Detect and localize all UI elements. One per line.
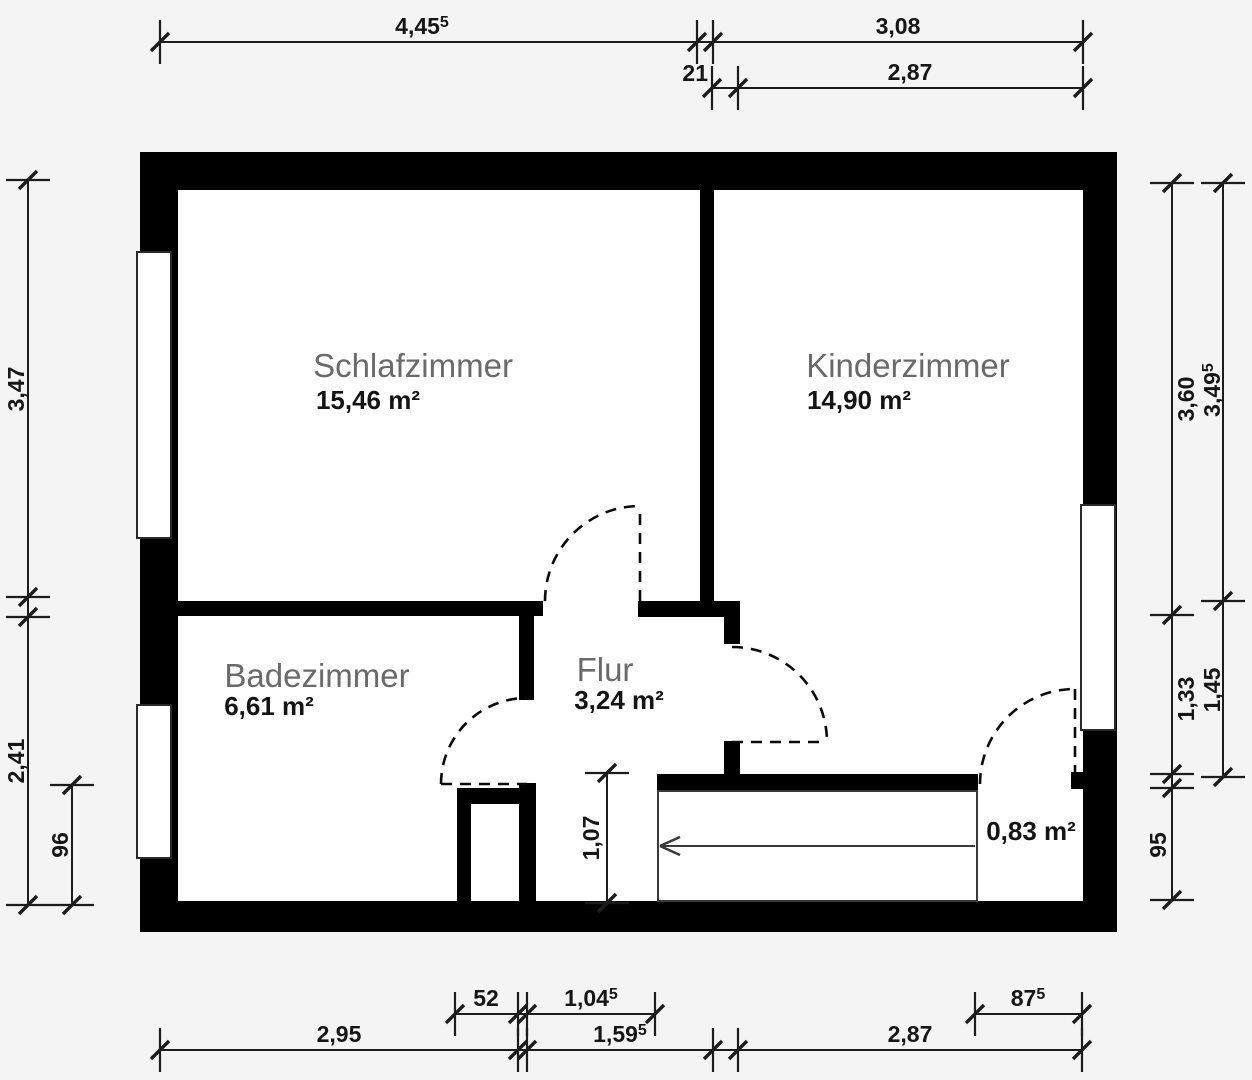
wall-bad-east <box>519 616 534 700</box>
room-area-badezimmer: 6,61 m² <box>224 691 314 721</box>
dim-label-top-308: 3,08 <box>876 13 921 39</box>
dim-label-right-145: 1,45 <box>1199 667 1225 712</box>
wall-balcony-top <box>657 774 978 790</box>
stair-arrow-head <box>659 835 681 848</box>
walls <box>140 152 1117 932</box>
dim-label-left-241: 2,41 <box>3 738 29 783</box>
building-floor <box>140 152 1117 932</box>
dim-label-top-445: 4,455 <box>395 13 449 39</box>
wall-schlaf-kinder <box>700 190 714 603</box>
dim-label-bottom-1045: 1,045 <box>564 985 618 1011</box>
dim-label-interior-107: 1,07 <box>578 816 604 861</box>
shaft-wall-right <box>519 783 536 901</box>
room-area-schlafzimmer: 15,46 m² <box>316 385 420 415</box>
stair-arrow-head <box>659 844 681 857</box>
stair-area <box>657 790 978 902</box>
dim-label-left-347: 3,47 <box>3 367 29 412</box>
outer-wall-top <box>140 152 1117 190</box>
dim-label-right-3495: 3,495 <box>1199 363 1225 417</box>
dim-label-bottom-52: 52 <box>473 985 499 1011</box>
room-name-kinderzimmer: Kinderzimmer <box>806 347 1010 384</box>
window-kinderzimmer <box>1080 504 1116 731</box>
window-badezimmer <box>136 704 172 859</box>
stair-outline <box>657 790 978 902</box>
shaft-wall-left <box>457 804 471 901</box>
wall-stub-balcony-hinge <box>1071 772 1083 789</box>
window-schlafzimmer <box>136 251 172 539</box>
wall-stub-flur-door-top <box>724 617 740 644</box>
dim-label-bottom-875: 875 <box>1011 985 1046 1011</box>
dim-label-right-133: 1,33 <box>1173 677 1199 722</box>
outer-wall-bottom <box>140 901 1117 932</box>
windows <box>136 251 1116 859</box>
room-area-kinderzimmer: 14,90 m² <box>807 385 911 415</box>
dim-label-right-95: 95 <box>1145 832 1171 858</box>
wall-flur-north-right <box>638 601 740 617</box>
room-area-flur: 3,24 m² <box>574 685 664 715</box>
doors <box>439 504 1077 786</box>
door-arc-schlafzimmer <box>543 504 641 602</box>
room-name-schlafzimmer: Schlafzimmer <box>313 347 513 384</box>
shaft-wall-top <box>457 788 536 804</box>
dimension-labels: 4,455 3,08 21 2,87 3,47 2,41 96 3,60 3,4… <box>3 13 1225 1047</box>
room-name-flur: Flur <box>577 651 634 688</box>
dim-label-top-287: 2,87 <box>888 59 933 85</box>
door-arc-badezimmer <box>439 696 528 785</box>
wall-stub-flur-door-bottom <box>724 741 740 774</box>
wall-schlaf-bad <box>178 601 543 616</box>
dimension-lines <box>27 41 1224 1051</box>
room-area-small: 0,83 m² <box>986 816 1076 846</box>
dim-label-bottom-287: 2,87 <box>888 1021 933 1047</box>
dim-label-top-21: 21 <box>682 60 708 86</box>
dim-label-bottom-1595: 1,595 <box>593 1021 647 1047</box>
dim-label-left-96: 96 <box>47 832 73 858</box>
door-arc-balcony <box>978 687 1076 785</box>
dim-label-bottom-295: 2,95 <box>317 1021 362 1047</box>
dim-label-right-360: 3,60 <box>1173 377 1199 422</box>
room-name-badezimmer: Badezimmer <box>224 657 409 694</box>
door-arc-kinderzimmer <box>731 645 829 743</box>
room-labels: Schlafzimmer 15,46 m² Kinderzimmer 14,90… <box>224 347 1076 846</box>
